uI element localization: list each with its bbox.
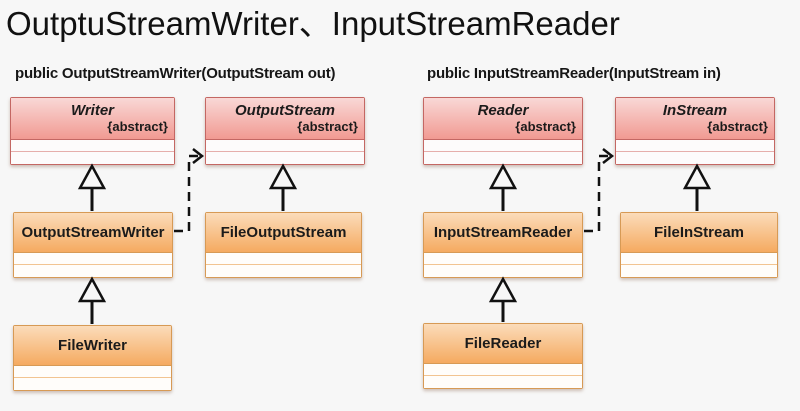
class-header: InputStreamReader <box>424 213 582 253</box>
class-box-filereader: FileReader <box>423 323 583 389</box>
generalization-arrow <box>77 163 107 211</box>
class-stereotype: {abstract} <box>707 119 768 134</box>
class-stereotype: {abstract} <box>107 119 168 134</box>
generalization-arrow <box>488 276 518 322</box>
fields-compartment <box>621 253 777 265</box>
class-header: InStream {abstract} <box>616 98 774 140</box>
fields-compartment <box>206 140 364 152</box>
generalization-arrow <box>77 276 107 324</box>
fields-compartment <box>11 140 174 152</box>
methods-compartment <box>616 152 774 164</box>
fields-compartment <box>424 140 582 152</box>
class-name: Reader <box>477 102 529 119</box>
class-name: FileInStream <box>653 224 745 241</box>
class-box-filewriter: FileWriter <box>13 325 172 391</box>
class-stereotype: {abstract} <box>297 119 358 134</box>
class-header: Writer {abstract} <box>11 98 174 140</box>
class-header: OutputStreamWriter <box>14 213 172 253</box>
generalization-arrow <box>268 163 298 211</box>
methods-compartment <box>14 378 171 390</box>
class-name: FileReader <box>464 335 542 352</box>
class-box-outputstreamwriter: OutputStreamWriter <box>13 212 173 278</box>
class-box-inputstreamreader: InputStreamReader <box>423 212 583 278</box>
page-title: OutptuStreamWriter、InputStreamReader <box>6 5 620 42</box>
dependency-dashed-arrow <box>174 148 205 233</box>
methods-compartment <box>621 265 777 277</box>
methods-compartment <box>206 265 361 277</box>
class-header: Reader {abstract} <box>424 98 582 140</box>
class-header: FileInStream <box>621 213 777 253</box>
fields-compartment <box>424 253 582 265</box>
class-name: OutputStreamWriter <box>21 224 165 241</box>
class-box-reader: Reader {abstract} <box>423 97 583 165</box>
class-box-instream: InStream {abstract} <box>615 97 775 165</box>
dependency-dashed-arrow <box>584 148 615 233</box>
class-header: OutputStream {abstract} <box>206 98 364 140</box>
class-box-fileoutputstream: FileOutputStream <box>205 212 362 278</box>
class-header: FileReader <box>424 324 582 364</box>
class-stereotype: {abstract} <box>515 119 576 134</box>
class-name: InStream <box>662 102 728 119</box>
class-box-fileinstream: FileInStream <box>620 212 778 278</box>
methods-compartment <box>424 376 582 388</box>
class-box-writer: Writer {abstract} <box>10 97 175 165</box>
class-name: Writer <box>70 102 115 119</box>
methods-compartment <box>206 152 364 164</box>
methods-compartment <box>14 265 172 277</box>
class-name: FileWriter <box>58 337 127 354</box>
fields-compartment <box>14 253 172 265</box>
class-name: InputStreamReader <box>433 224 573 241</box>
methods-compartment <box>424 265 582 277</box>
class-name: OutputStream <box>234 102 335 119</box>
constructor-signature-input: public InputStreamReader(InputStream in) <box>427 65 721 82</box>
fields-compartment <box>14 366 171 378</box>
fields-compartment <box>424 364 582 376</box>
class-box-outputstream: OutputStream {abstract} <box>205 97 365 165</box>
fields-compartment <box>206 253 361 265</box>
fields-compartment <box>616 140 774 152</box>
methods-compartment <box>424 152 582 164</box>
methods-compartment <box>11 152 174 164</box>
class-header: FileWriter <box>14 326 171 366</box>
generalization-arrow <box>488 163 518 211</box>
generalization-arrow <box>682 163 712 211</box>
class-header: FileOutputStream <box>206 213 361 253</box>
constructor-signature-output: public OutputStreamWriter(OutputStream o… <box>15 65 336 82</box>
class-name: FileOutputStream <box>220 224 347 241</box>
